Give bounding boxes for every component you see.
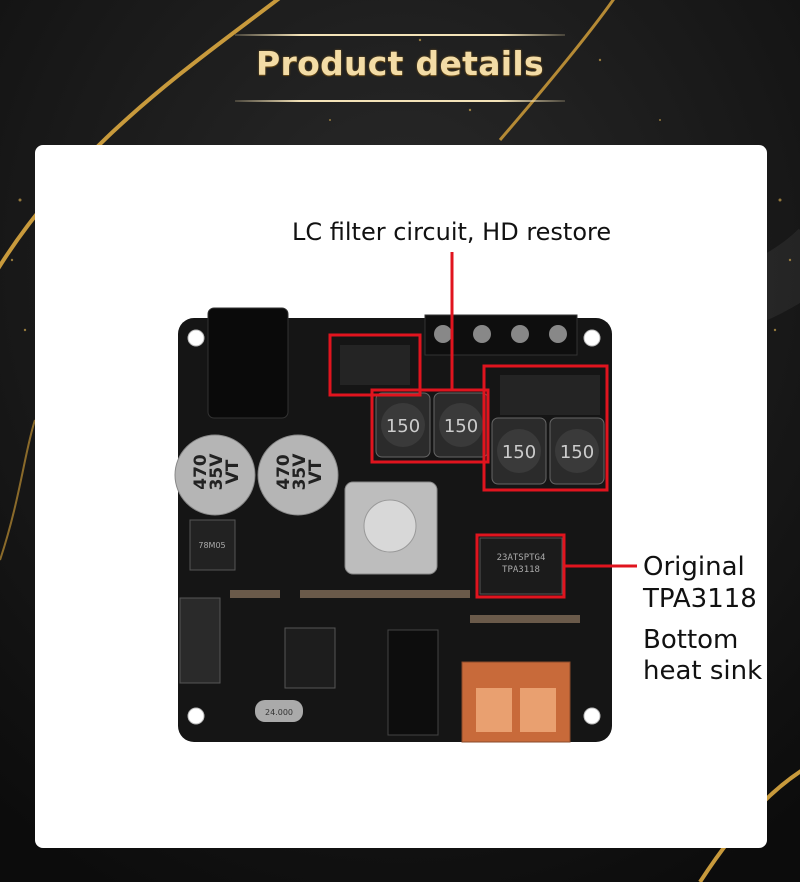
svg-text:VT: VT — [306, 459, 326, 484]
svg-text:150: 150 — [560, 442, 594, 463]
svg-text:150: 150 — [444, 416, 478, 437]
bluetooth-chip — [284, 627, 336, 689]
svg-text:VT: VT — [223, 459, 243, 484]
svg-text:150: 150 — [502, 442, 536, 463]
mount-hole — [583, 707, 601, 725]
amp-chip — [479, 537, 563, 595]
svg-text:23ATSPTG4: 23ATSPTG4 — [497, 553, 546, 563]
dc-jack — [207, 307, 289, 419]
svg-text:150: 150 — [386, 416, 420, 437]
svg-text:35V: 35V — [290, 453, 310, 491]
page-title: Product details — [256, 44, 544, 83]
bluetooth-antenna — [179, 597, 221, 684]
lc-filter-label: LC filter circuit, HD restore — [292, 218, 612, 246]
audio-jack — [387, 629, 439, 736]
lc-filter-box — [328, 333, 422, 397]
title-rule-top — [235, 34, 565, 36]
regulator — [189, 519, 236, 571]
lc-filter-box — [370, 388, 490, 464]
svg-text:470: 470 — [274, 454, 294, 490]
svg-text:TPA3118: TPA3118 — [502, 565, 540, 575]
title-rule-bottom — [235, 100, 565, 102]
svg-text:35V: 35V — [207, 453, 227, 491]
chip-label-line2: TPA3118 — [643, 584, 757, 614]
chip-label-line1: Original — [643, 552, 745, 582]
callout-markers — [328, 252, 637, 599]
lc-filter-box — [482, 364, 609, 492]
svg-text:470: 470 — [191, 454, 211, 490]
crystal — [255, 700, 303, 722]
heatsink-label-line1: Bottom — [643, 625, 739, 655]
inductor: 150 150 150 150 — [375, 392, 605, 485]
svg-text:24.000: 24.000 — [265, 708, 293, 717]
svg-text:78M05: 78M05 — [198, 541, 225, 550]
mount-hole — [187, 707, 205, 725]
mount-hole — [583, 329, 601, 347]
heatsink-label-line2: heat sink — [643, 656, 763, 686]
mount-hole — [187, 329, 205, 347]
capacitor: 470 35V VT 470 35V VT — [174, 434, 339, 516]
